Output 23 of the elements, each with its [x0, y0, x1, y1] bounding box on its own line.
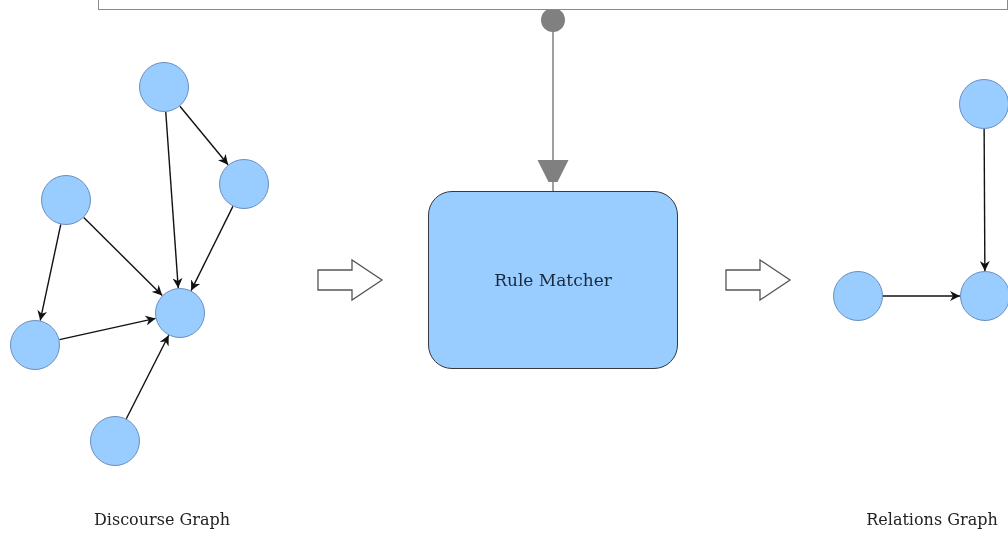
arrow: [58, 315, 157, 341]
graph-node-circle: [959, 79, 1008, 129]
graph-node-circle: [41, 175, 91, 225]
arrow: [125, 334, 170, 420]
arrow: [882, 291, 961, 301]
graph-node-circle: [10, 320, 60, 370]
arrow: [190, 205, 234, 292]
graph-node-circle: [219, 159, 269, 209]
graph-node-circle: [155, 288, 205, 338]
graph-node-circle: [833, 271, 883, 321]
arrow: [83, 216, 163, 297]
process-box: [428, 191, 678, 369]
graph-node-circle: [90, 416, 140, 466]
node-label: Rule Matcher: [494, 270, 612, 290]
graph-node-circle: [139, 62, 189, 112]
graph-caption: Discourse Graph: [93, 510, 231, 530]
arrow: [37, 223, 62, 322]
graph-node-circle: [960, 271, 1008, 321]
arrow: [165, 111, 183, 289]
graph-caption: Relations Graph: [865, 510, 999, 530]
arrow: [537, 8, 569, 192]
arrow: [179, 105, 229, 166]
arrow: [979, 128, 990, 272]
